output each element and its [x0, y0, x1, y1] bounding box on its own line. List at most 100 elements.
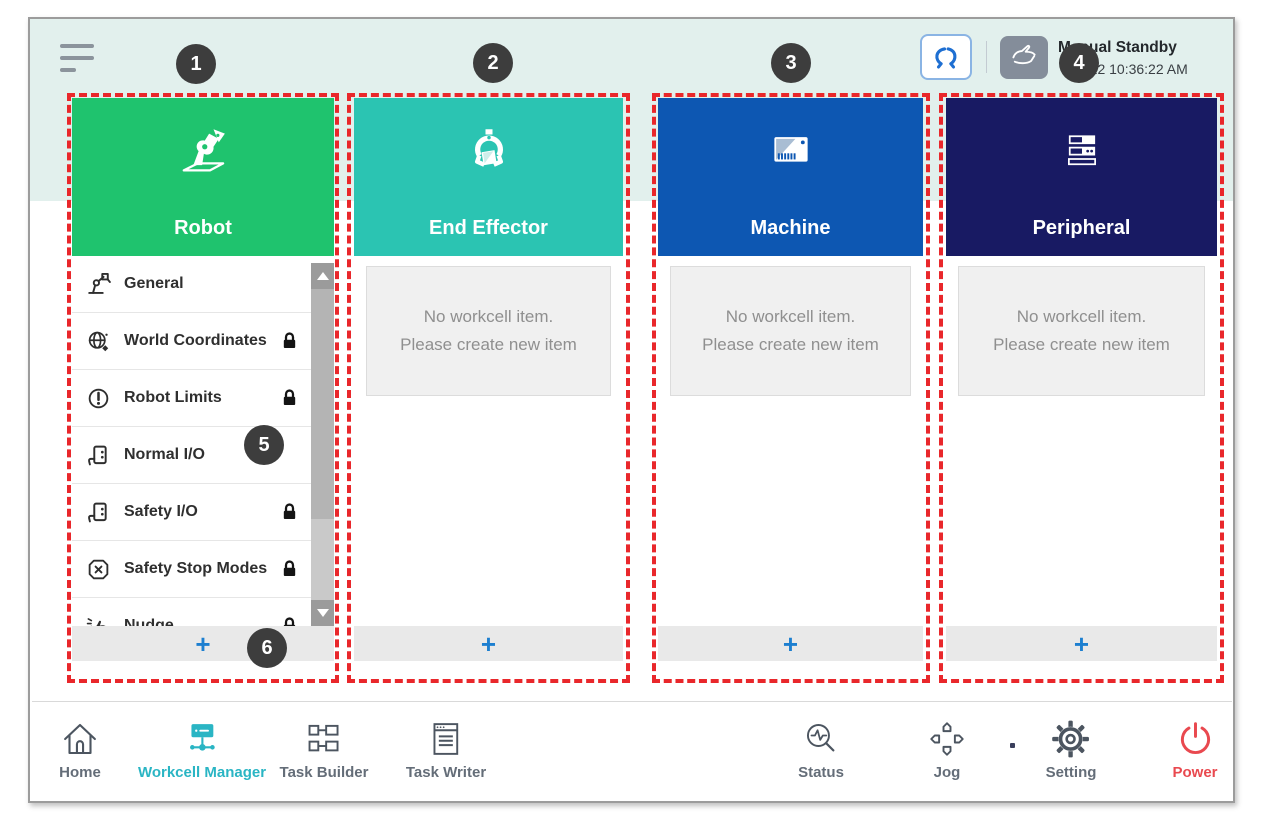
- scroll-down-button[interactable]: [311, 600, 334, 626]
- column-title: Peripheral: [1032, 217, 1131, 239]
- hamburger-icon: [60, 44, 94, 48]
- nudge-hand-icon: [84, 612, 112, 626]
- world-coordinates-icon: [84, 327, 112, 355]
- task-builder-icon: [280, 717, 369, 761]
- empty-state-line2: Please create new item: [702, 335, 879, 354]
- empty-state: No workcell item. Please create new item: [958, 266, 1205, 396]
- nav-task-builder[interactable]: Task Builder: [279, 717, 369, 781]
- lock-icon: [279, 502, 300, 523]
- add-robot-item-button[interactable]: +: [72, 626, 334, 661]
- nav-label: Workcell Manager: [137, 764, 267, 781]
- plus-icon: +: [195, 628, 211, 659]
- menu-item-normal-io[interactable]: Normal I/O: [72, 427, 334, 484]
- menu-item-nudge[interactable]: Nudge: [72, 598, 334, 626]
- empty-state-line2: Please create new item: [400, 335, 577, 354]
- nav-label: Task Builder: [279, 764, 369, 781]
- callout-1: 1: [176, 44, 216, 84]
- menu-item-general[interactable]: General: [72, 256, 334, 313]
- robot-arm-icon: [84, 270, 112, 298]
- menu-item-label: World Coordinates: [124, 332, 267, 349]
- nav-divider: [32, 701, 1232, 702]
- menu-button[interactable]: [60, 41, 96, 75]
- io-icon: [84, 498, 112, 526]
- robot-claw-icon: [929, 39, 963, 76]
- column-title: Robot: [174, 217, 232, 239]
- callout-6: 6: [247, 628, 287, 668]
- nav-label: Status: [798, 764, 844, 781]
- callout-2: 2: [473, 43, 513, 83]
- column-title: Machine: [750, 217, 831, 239]
- gripper-icon: [461, 124, 517, 185]
- scroll-up-button[interactable]: [311, 263, 334, 289]
- empty-state: No workcell item. Please create new item: [366, 266, 611, 396]
- triangle-down-icon: [316, 609, 329, 617]
- menu-item-label: Safety I/O: [124, 503, 198, 520]
- menu-item-label: General: [124, 275, 184, 292]
- jog-dpad-icon: [926, 717, 968, 761]
- home-icon: [59, 717, 101, 761]
- machine-icon: [763, 124, 819, 185]
- lock-icon: [279, 616, 300, 626]
- nav-workcell-manager[interactable]: Workcell Manager: [138, 717, 266, 781]
- manual-mode-button[interactable]: [1000, 36, 1048, 79]
- triangle-up-icon: [316, 272, 329, 280]
- robot-limits-icon: [84, 384, 112, 412]
- menu-item-safety-stop-modes[interactable]: Safety Stop Modes: [72, 541, 334, 598]
- io-icon: [84, 441, 112, 469]
- plus-icon: +: [480, 628, 497, 659]
- menu-item-world-coordinates[interactable]: World Coordinates: [72, 313, 334, 370]
- app-window: Manual Standby 2.22 10:36:22 AM Robot: [28, 17, 1235, 803]
- lock-icon: [279, 388, 300, 409]
- nav-separator-dot: [1010, 743, 1015, 748]
- task-writer-icon: [406, 717, 486, 761]
- nav-label: Power: [1172, 764, 1218, 781]
- column-header-machine[interactable]: Machine: [658, 98, 923, 256]
- gear-icon: [1046, 717, 1097, 761]
- datetime-label: 2.22 10:36:22 AM: [1078, 61, 1188, 77]
- empty-state-line1: No workcell item.: [423, 307, 554, 326]
- lock-icon: [279, 559, 300, 580]
- robot-menu-list: General World Coordinates: [72, 256, 334, 626]
- server-stack-icon: [1054, 124, 1110, 185]
- nav-label: Task Writer: [405, 764, 487, 781]
- nav-setting[interactable]: Setting: [1045, 717, 1097, 781]
- column-title: End Effector: [429, 217, 548, 239]
- nav-home[interactable]: Home: [59, 717, 101, 781]
- add-machine-button[interactable]: +: [658, 626, 923, 661]
- callout-4: 4: [1059, 43, 1099, 83]
- empty-state-line1: No workcell item.: [1016, 307, 1147, 326]
- nav-label: Setting: [1045, 764, 1097, 781]
- robot-status-button[interactable]: [920, 34, 972, 80]
- nav-jog[interactable]: Jog: [926, 717, 968, 781]
- column-header-robot[interactable]: Robot: [72, 98, 334, 256]
- column-header-end-effector[interactable]: End Effector: [354, 98, 623, 256]
- safety-stop-icon: [84, 555, 112, 583]
- workcell-manager-icon: [138, 717, 266, 761]
- menu-item-robot-limits[interactable]: Robot Limits: [72, 370, 334, 427]
- plus-icon: +: [1073, 628, 1090, 659]
- nav-label: Jog: [933, 764, 961, 781]
- add-end-effector-button[interactable]: +: [354, 626, 623, 661]
- robot-arm-icon: [175, 124, 231, 185]
- callout-3: 3: [771, 43, 811, 83]
- nav-label: Home: [59, 764, 101, 781]
- status-pulse-icon: [798, 717, 844, 761]
- header-divider: [986, 41, 987, 73]
- nav-power[interactable]: Power: [1172, 717, 1218, 781]
- add-peripheral-button[interactable]: +: [946, 626, 1217, 661]
- menu-item-label: Robot Limits: [124, 389, 222, 406]
- plus-icon: +: [782, 628, 799, 659]
- callout-5: 5: [244, 425, 284, 465]
- lock-icon: [279, 331, 300, 352]
- nav-status[interactable]: Status: [798, 717, 844, 781]
- menu-item-label: Normal I/O: [124, 446, 205, 463]
- nav-task-writer[interactable]: Task Writer: [406, 717, 486, 781]
- menu-item-label: Safety Stop Modes: [124, 560, 268, 577]
- column-header-peripheral[interactable]: Peripheral: [946, 98, 1217, 256]
- menu-item-safety-io[interactable]: Safety I/O: [72, 484, 334, 541]
- empty-state: No workcell item. Please create new item: [670, 266, 911, 396]
- scrollbar-thumb[interactable]: [311, 289, 334, 519]
- menu-scrollbar[interactable]: [311, 263, 334, 626]
- power-icon: [1172, 717, 1217, 761]
- menu-item-label: Nudge: [124, 617, 174, 626]
